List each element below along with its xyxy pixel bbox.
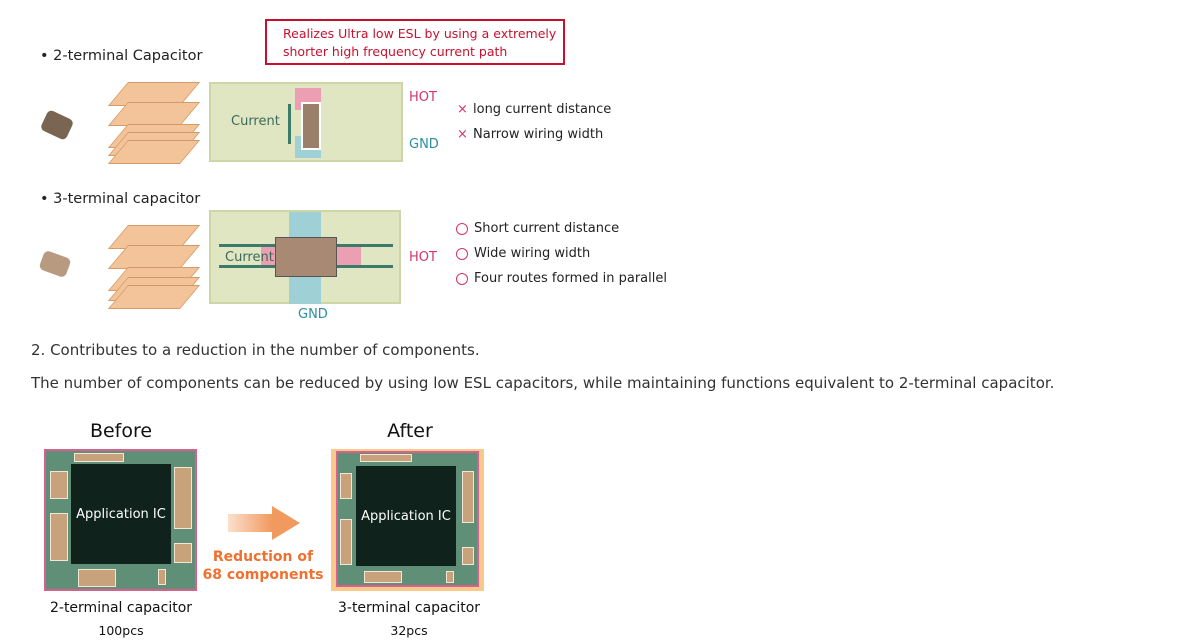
circle-icon <box>456 247 468 260</box>
feature-item: × Narrow wiring width <box>457 127 603 142</box>
gnd-label: GND <box>298 307 328 322</box>
before-title: Before <box>89 420 153 442</box>
two-terminal-heading: • 2-terminal Capacitor <box>40 48 203 64</box>
circle-icon <box>456 272 468 285</box>
arrow-right-icon <box>228 506 300 540</box>
before-board: Application IC <box>44 449 197 591</box>
feature-text: Four routes formed in parallel <box>474 271 667 286</box>
callout-line: Realizes Ultra low ESL by using a extrem… <box>283 26 557 41</box>
after-title: After <box>387 420 433 442</box>
ic-chip: Application IC <box>71 464 171 564</box>
after-count: 32pcs <box>390 623 428 638</box>
circle-icon <box>456 222 468 235</box>
feature-item: Four routes formed in parallel <box>456 271 667 286</box>
layer-stack-image <box>107 82 201 164</box>
cross-icon: × <box>457 127 468 142</box>
ic-chip: Application IC <box>356 466 456 566</box>
current-label: Current <box>225 250 274 265</box>
feature-item: × long current distance <box>457 102 611 117</box>
three-terminal-diagram: Current <box>209 210 401 304</box>
callout-box: Realizes Ultra low ESL by using a extrem… <box>265 19 565 65</box>
three-terminal-heading: • 3-terminal capacitor <box>40 191 201 207</box>
section-body: The number of components can be reduced … <box>31 374 1055 392</box>
feature-text: Short current distance <box>474 221 620 236</box>
reduction-label: Reduction of 68 components <box>200 548 326 584</box>
reduction-line: Reduction of <box>212 549 314 565</box>
reduction-line: 68 components <box>202 567 324 583</box>
feature-text: Wide wiring width <box>474 246 591 261</box>
before-caption: 2-terminal capacitor <box>49 600 193 616</box>
after-board: Application IC <box>336 451 479 587</box>
feature-text: long current distance <box>473 102 612 117</box>
chip-image <box>38 249 72 279</box>
current-label: Current <box>231 114 280 129</box>
feature-text: Narrow wiring width <box>473 127 604 142</box>
after-caption: 3-terminal capacitor <box>337 600 481 616</box>
callout-line: shorter high frequency current path <box>283 44 508 59</box>
hot-label: HOT <box>409 250 437 265</box>
chip-image <box>39 109 75 141</box>
gnd-label: GND <box>409 137 439 152</box>
two-terminal-diagram: Current <box>209 82 403 162</box>
cross-icon: × <box>457 102 468 117</box>
section-heading: 2. Contributes to a reduction in the num… <box>31 341 480 359</box>
hot-label: HOT <box>409 90 437 105</box>
feature-item: Wide wiring width <box>456 246 590 261</box>
feature-item: Short current distance <box>456 221 619 236</box>
before-count: 100pcs <box>98 623 144 638</box>
layer-stack-image <box>107 225 201 309</box>
